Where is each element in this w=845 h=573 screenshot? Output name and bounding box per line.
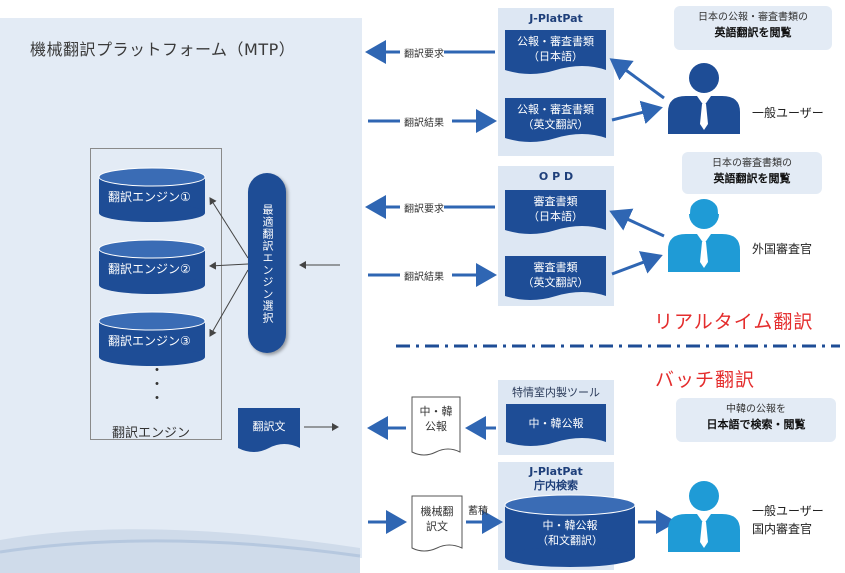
- engine-2-cylinder: [98, 239, 206, 294]
- batch-mt-doc-label: 機械翻 訳文: [412, 504, 462, 534]
- bubble-foreign-examiner: 日本の審査書類の 英語翻訳を閲覧: [682, 152, 822, 194]
- tokkyo-doc-label: 中・韓公報: [528, 417, 584, 430]
- jplatpat-doc-out: [505, 98, 606, 142]
- jplatpat-doc-out-line1: 公報・審査書類: [517, 103, 594, 116]
- engine-3-cylinder: [98, 311, 206, 366]
- bubble-1-line2: 英語翻訳を閲覧: [714, 26, 792, 39]
- opd-doc-in-label: 審査書類 （日本語）: [505, 194, 606, 224]
- opd-to-examiner-arrow: [611, 251, 663, 276]
- opd-doc-in-line1: 審査書類: [533, 195, 578, 208]
- batch-mt-line1: 機械翻: [420, 505, 454, 518]
- batch-source-doc: [411, 396, 461, 456]
- engines-caption: 翻訳エンジン: [112, 426, 191, 441]
- engine-1-cylinder: [98, 167, 206, 222]
- jplatpat-doc-in-line2: （日本語）: [528, 50, 583, 63]
- jplatpat-doc-in: [505, 30, 606, 74]
- engines-ellipsis: ・ ・ ・: [150, 364, 164, 406]
- bubble-general-user: 日本の公報・審査書類の 英語翻訳を閲覧: [674, 6, 832, 50]
- foreign-examiner-icon: [668, 194, 740, 272]
- jplatpat-title: J-PlatPat: [529, 12, 583, 25]
- examiner-to-opd-arrow: [609, 208, 665, 238]
- result-2-label: 翻訳結果: [404, 272, 444, 283]
- tokkyo-doc: [506, 404, 606, 446]
- batch-source-line1: 中・韓: [419, 405, 453, 418]
- translated-doc-label: 翻訳文: [252, 420, 286, 433]
- batch-mt-line2: 訳文: [426, 520, 448, 533]
- result-1-label: 翻訳結果: [404, 118, 444, 129]
- bubble-2-line2: 英語翻訳を閲覧: [713, 172, 791, 185]
- bottom-user-line2: 国内審査官: [752, 522, 813, 536]
- bubble-batch: 中韓の公報を 日本語で検索・閲覧: [676, 398, 836, 442]
- engine-3-label: 翻訳エンジン③: [108, 334, 191, 348]
- bubble-3-line2: 日本語で検索・閲覧: [706, 418, 806, 431]
- jplatpat-to-user-arrow: [611, 100, 663, 125]
- selector-to-engine-2-arrow: [209, 261, 249, 270]
- jplatpat-doc-in-label: 公報・審査書類 （日本語）: [505, 34, 606, 64]
- engine-1-label: 翻訳エンジン①: [108, 190, 191, 204]
- decorative-swoosh: [0, 529, 360, 573]
- opd-doc-out-line1: 審査書類: [533, 261, 578, 274]
- general-user-label: 一般ユーザー: [752, 106, 824, 120]
- engine-selector: 最適翻訳エンジン選択: [248, 173, 286, 353]
- selector-to-engine-3-arrow: [209, 269, 249, 337]
- jplatpat-doc-out-label: 公報・審査書類 （英文翻訳）: [505, 102, 606, 132]
- jplatpat-doc-out-line2: （英文翻訳）: [522, 118, 589, 131]
- foreign-examiner-label: 外国審査官: [752, 242, 813, 256]
- batch-section-label: バッチ翻訳: [655, 369, 756, 391]
- bubble-2-line1: 日本の審査書類の: [712, 158, 792, 169]
- batch-source-doc-label: 中・韓 公報: [412, 404, 460, 434]
- batch-source-line2: 公報: [425, 420, 447, 433]
- batch-mt-doc: [411, 495, 463, 552]
- bubble-1-line1: 日本の公報・審査書類の: [698, 12, 808, 23]
- engine-2-label: 翻訳エンジン②: [108, 262, 191, 276]
- opd-doc-in: [505, 190, 606, 234]
- bottom-user-line1: 一般ユーザー: [752, 504, 824, 518]
- opd-doc-out-line2: （英文翻訳）: [522, 276, 589, 289]
- jplatpat-internal-title-line2: 庁内検索: [534, 479, 578, 492]
- bottom-user-icon: [668, 481, 740, 552]
- internal-db-line2: （和文翻訳）: [537, 534, 603, 547]
- opd-title: O P D: [538, 170, 574, 183]
- opd-doc-in-line2: （日本語）: [528, 210, 583, 223]
- accumulate-label: 蓄積: [468, 506, 488, 517]
- translated-doc-shape: [238, 408, 300, 452]
- ellipsis-dots: ・ ・ ・: [150, 364, 164, 406]
- mtp-title: 機械翻訳プラットフォーム（MTP）: [30, 40, 296, 59]
- internal-db-cylinder: [504, 494, 636, 567]
- opd-doc-out-label: 審査書類 （英文翻訳）: [505, 260, 606, 290]
- jplatpat-internal-title: J-PlatPat 庁内検索: [498, 465, 614, 493]
- request-2-label: 翻訳要求: [404, 204, 444, 215]
- user-to-jplatpat-arrow: [609, 58, 665, 100]
- engine-selector-label: 最適翻訳エンジン選択: [261, 204, 274, 324]
- general-user-icon: [668, 63, 740, 134]
- request-1-label: 翻訳要求: [404, 49, 444, 60]
- bottom-user-label: 一般ユーザー 国内審査官: [752, 502, 824, 538]
- internal-db-line1: 中・韓公報: [542, 519, 598, 532]
- realtime-section-label: リアルタイム翻訳: [654, 311, 814, 333]
- selector-to-engine-1-arrow: [209, 197, 249, 259]
- jplatpat-doc-in-line1: 公報・審査書類: [517, 35, 594, 48]
- internal-db-label: 中・韓公報 （和文翻訳）: [505, 518, 635, 548]
- jplatpat-internal-title-line1: J-PlatPat: [529, 465, 583, 478]
- tokkyo-title: 特情室内製ツール: [512, 386, 600, 399]
- bubble-3-line1: 中韓の公報を: [726, 404, 786, 415]
- opd-doc-out: [505, 256, 606, 300]
